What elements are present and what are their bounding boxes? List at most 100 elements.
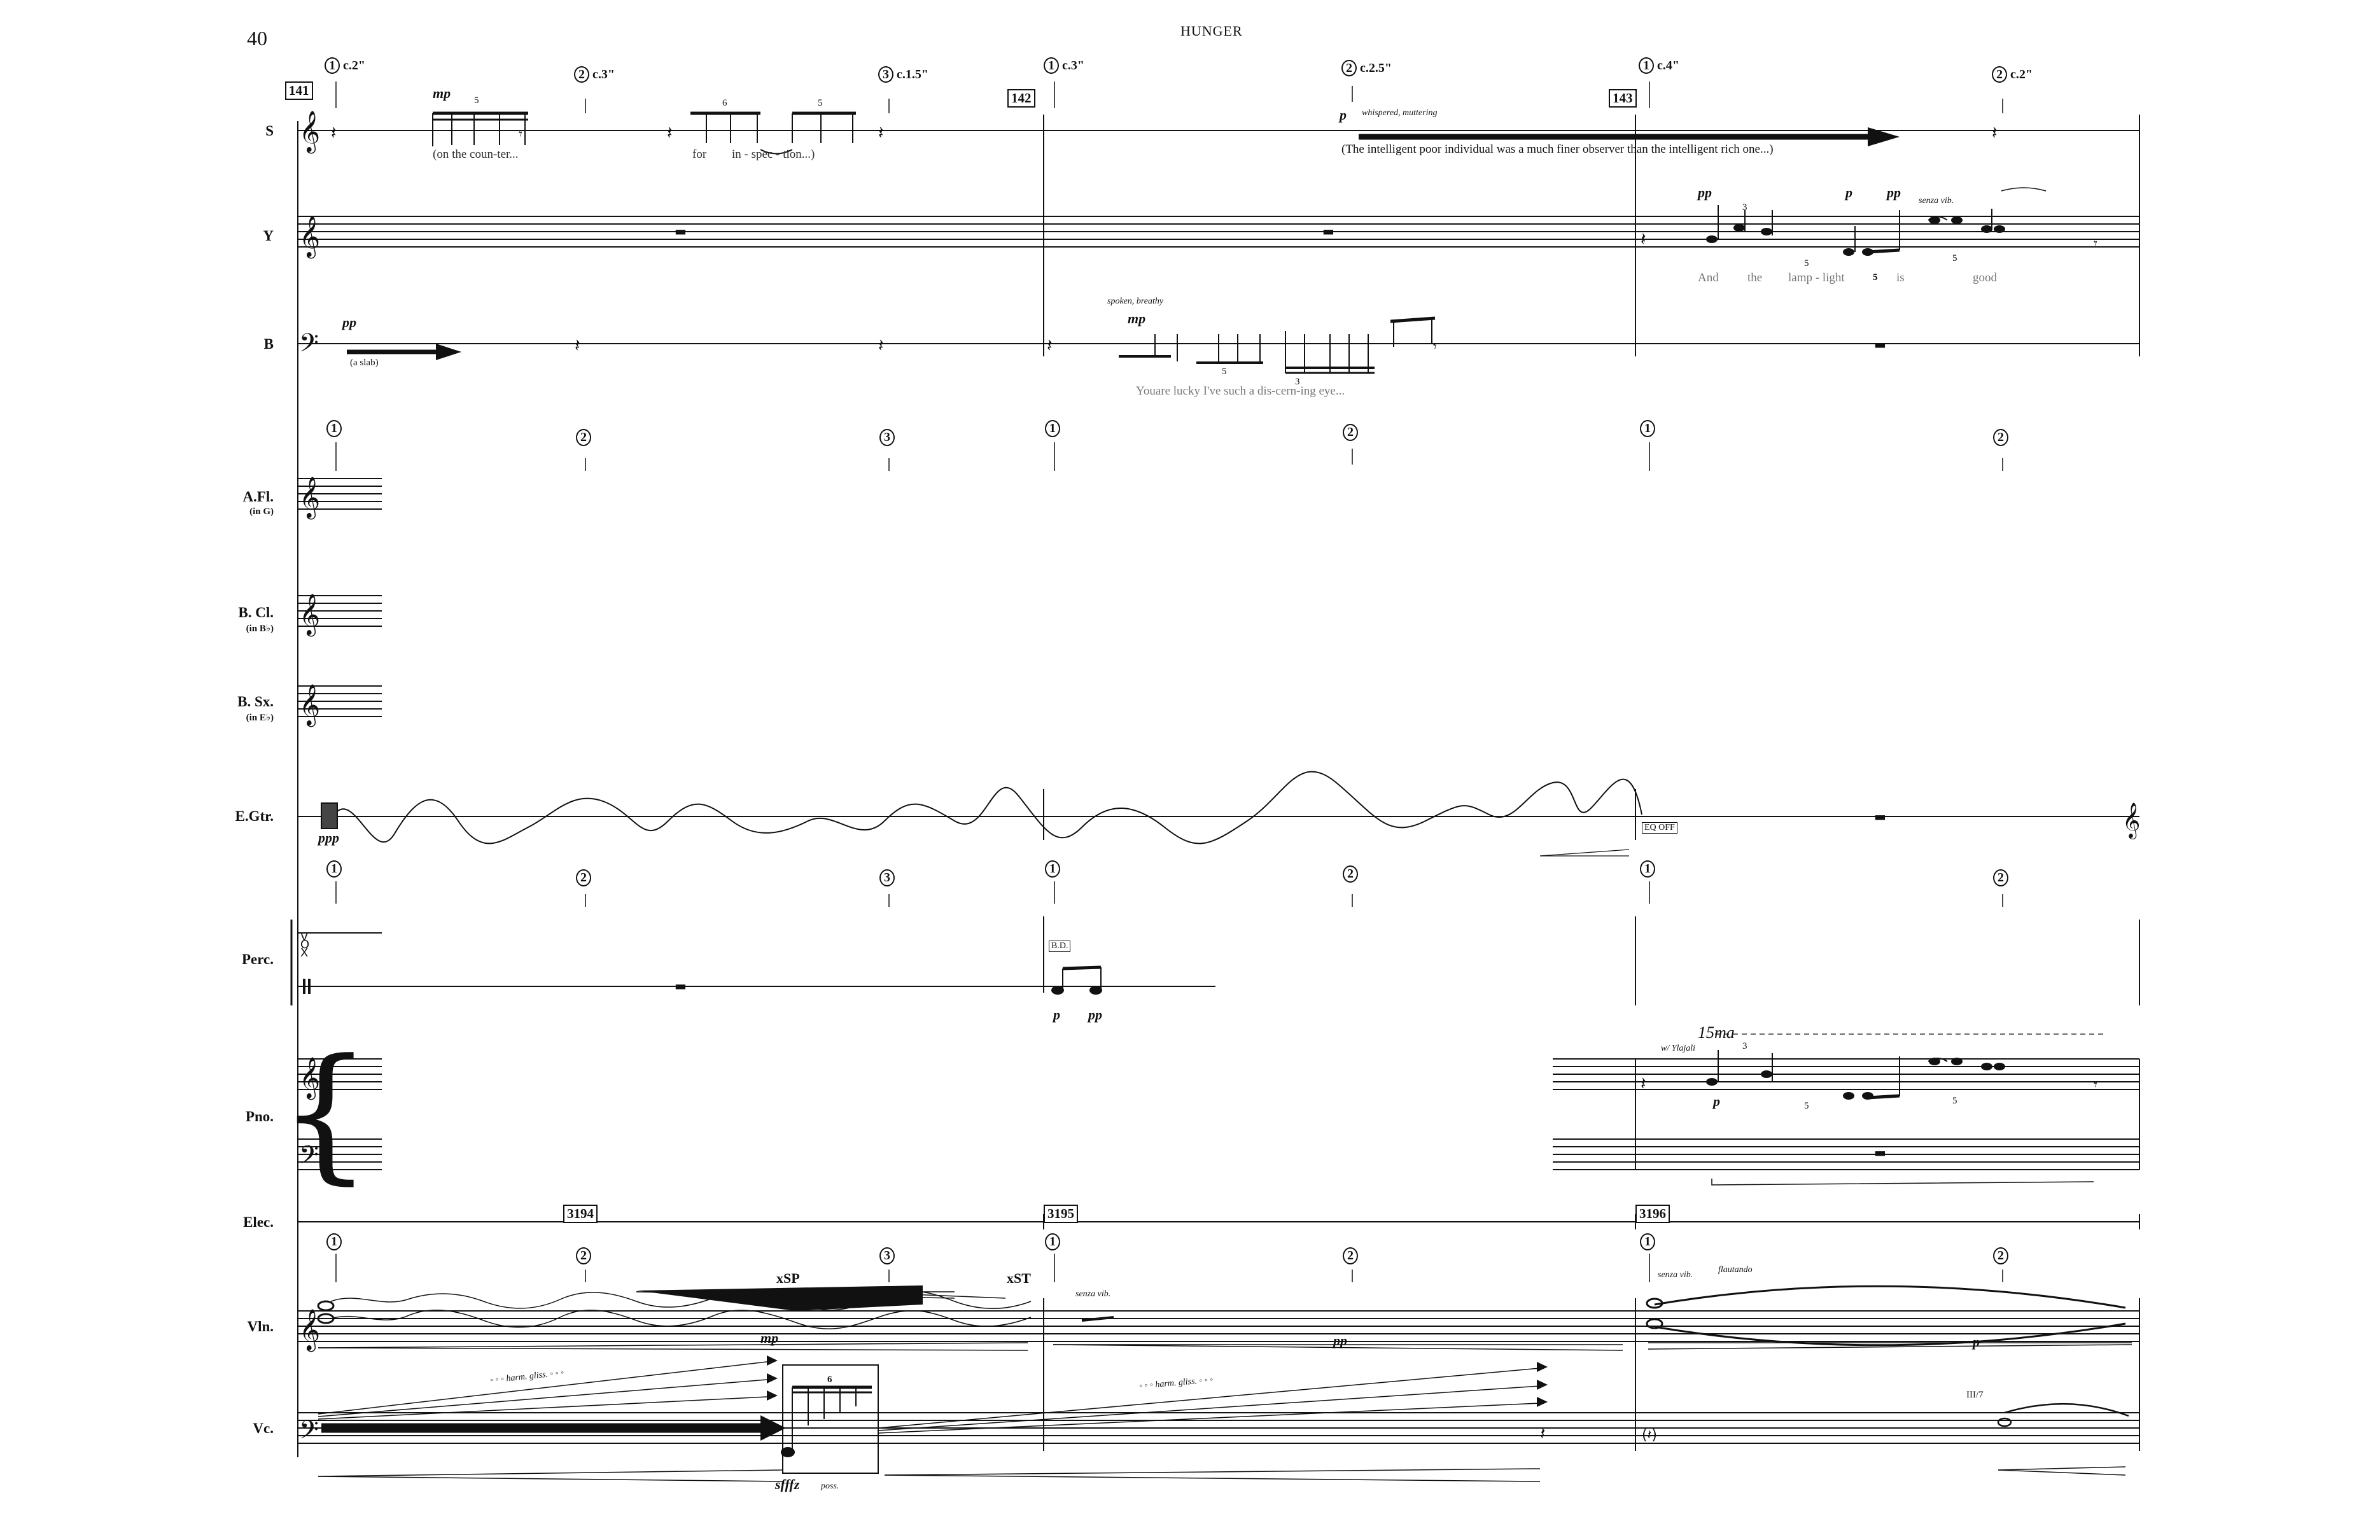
y-tuplet-5b: 5 — [1873, 272, 1878, 283]
piano-notes — [1715, 1033, 2106, 1100]
violin-expression-3: flautando — [1718, 1265, 1753, 1275]
violin-xst: xST — [1007, 1270, 1031, 1286]
cue-4: 1 c.3" — [1044, 57, 1084, 74]
violin-expression-2: senza vib. — [1658, 1270, 1693, 1280]
soprano-tuplet-5: 5 — [474, 95, 479, 106]
svg-text:𝄽: 𝄽 — [667, 122, 673, 143]
cue-num: 2 — [1343, 424, 1358, 441]
rehearsal-mark-141: 141 — [285, 81, 313, 100]
label-guitar: E.Gtr. — [235, 808, 274, 824]
cello-graphics — [318, 1361, 2129, 1482]
svg-text:𝄽: 𝄽 — [878, 122, 884, 143]
cue-num: 2 — [1993, 429, 2008, 446]
y-lyric-good: good — [1973, 271, 1997, 284]
guitar-wave — [337, 771, 1642, 844]
cue-num: 1 — [1640, 860, 1655, 878]
cue-2: 2 c.3" — [574, 66, 615, 83]
svg-text:𝄞: 𝄞 — [299, 216, 320, 258]
label-soprano: S — [265, 123, 274, 139]
svg-text:𝄽: 𝄽 — [575, 335, 580, 356]
label-percussion: Perc. — [241, 951, 274, 967]
cue-1: 1 c.2" — [325, 57, 365, 74]
svg-text:𝄽: 𝄽 — [1047, 335, 1053, 356]
svg-text:𝄞: 𝄞 — [299, 594, 320, 636]
piano-tuplet-5b: 5 — [1952, 1096, 1957, 1106]
cue-num: 3 — [879, 1247, 895, 1264]
svg-text:▬: ▬ — [1874, 1145, 1886, 1160]
y-lyric-and: And — [1698, 271, 1719, 284]
label-alto-flute-key: (in G) — [249, 507, 274, 517]
cello-dyn-sfffz: sfffz — [775, 1476, 800, 1492]
cue-num: 3 — [879, 869, 895, 886]
svg-text:𝄾: 𝄾 — [2094, 1077, 2097, 1093]
cue-num: 1 — [326, 860, 342, 878]
y-tuplet-3: 3 — [1742, 202, 1747, 213]
svg-text:▬: ▬ — [675, 223, 687, 239]
cue-7: 2 c.2" — [1992, 66, 2033, 83]
bass-lyric-1: (a slab) — [350, 358, 379, 368]
soprano-expression: whispered, muttering — [1362, 108, 1438, 118]
svg-text:(𝄽): (𝄽) — [1642, 1427, 1657, 1443]
violin-xsp: xSP — [776, 1270, 800, 1286]
bass-notes — [1119, 316, 1436, 374]
cue-num: 2 — [576, 429, 591, 446]
bass-expression: spoken, breathy — [1107, 297, 1164, 306]
svg-text:▬: ▬ — [1322, 223, 1334, 239]
svg-text:𝄽: 𝄽 — [1540, 1423, 1546, 1444]
cue-3: 3 c.1.5" — [878, 66, 928, 83]
label-piano: Pno. — [245, 1109, 274, 1124]
violin-dyn-pp: pp — [1333, 1333, 1347, 1348]
y-lyric-lamplight: lamp - light — [1788, 271, 1845, 284]
piano-staves — [298, 1058, 2140, 1186]
y-dyn-pp: pp — [1698, 185, 1712, 200]
bass-dyn-mp: mp — [1128, 311, 1146, 326]
perc-notes — [1062, 965, 1102, 990]
barlines — [1043, 115, 2140, 1451]
piano-dyn-p: p — [1713, 1093, 1720, 1109]
violin-dyn-mp: mp — [760, 1330, 779, 1346]
bass-tuplet-3: 3 — [1295, 377, 1300, 387]
y-tuplet-5a: 5 — [1804, 258, 1809, 269]
perc-bass-drum: B.D. — [1049, 941, 1071, 952]
elec-cue-3194: 3194 — [563, 1205, 598, 1223]
y-dyn-p: p — [1845, 185, 1852, 200]
piano-tuplet-3: 3 — [1742, 1041, 1747, 1051]
page-title: HUNGER — [1180, 23, 1243, 39]
soprano-lyric-3: (The intelligent poor individual was a m… — [1341, 143, 1774, 156]
cue-5: 2 c.2.5" — [1341, 60, 1392, 76]
svg-text:𝄞: 𝄞 — [299, 1057, 320, 1100]
svg-text:▬: ▬ — [1874, 337, 1886, 352]
svg-text:𝄢: 𝄢 — [299, 328, 319, 364]
cue-num: 3 — [879, 429, 895, 446]
soprano-lyric-2b: in - spec - tion...) — [732, 148, 815, 161]
y-dyn-pp-2: pp — [1887, 185, 1901, 200]
violin-graphics — [318, 1285, 2132, 1351]
svg-text:𝄽: 𝄽 — [331, 122, 337, 143]
label-bass-sax: B. Sx. — [237, 694, 274, 710]
guitar-dyn-ppp: ppp — [318, 830, 339, 846]
elec-cue-3196: 3196 — [1635, 1205, 1670, 1223]
label-bass-sax-key: (in E♭) — [246, 713, 274, 723]
label-bass: B — [263, 336, 274, 352]
svg-text:𝄾: 𝄾 — [2094, 236, 2097, 252]
cue-num: 2 — [1993, 1247, 2008, 1264]
cue-num: 2 — [576, 1247, 591, 1264]
label-electronics: Elec. — [243, 1214, 274, 1230]
cue-num: 2 — [1343, 865, 1358, 883]
wind-staves — [298, 478, 382, 717]
guitar-eq-off: EQ OFF — [1642, 822, 1677, 834]
cue-num: 1 — [326, 1233, 342, 1250]
svg-text:𝄢: 𝄢 — [299, 1140, 319, 1176]
cue-num: 1 — [1640, 1233, 1655, 1250]
y-tuplet-5c: 5 — [1952, 253, 1957, 263]
cello-string-indicator: III/7 — [1966, 1390, 1984, 1400]
cue-num: 1 — [1045, 420, 1060, 437]
bass-lyric-2: Youare lucky I've such a dis-cern-ing ey… — [1136, 384, 1345, 398]
piano-expression: w/ Ylajali — [1661, 1044, 1696, 1053]
cue-num: 2 — [576, 869, 591, 886]
rehearsal-mark-142: 142 — [1007, 89, 1035, 108]
piano-tuplet-5a: 5 — [1804, 1101, 1809, 1111]
y-notes — [1718, 187, 2047, 254]
cue-num: 2 — [1993, 869, 2008, 886]
